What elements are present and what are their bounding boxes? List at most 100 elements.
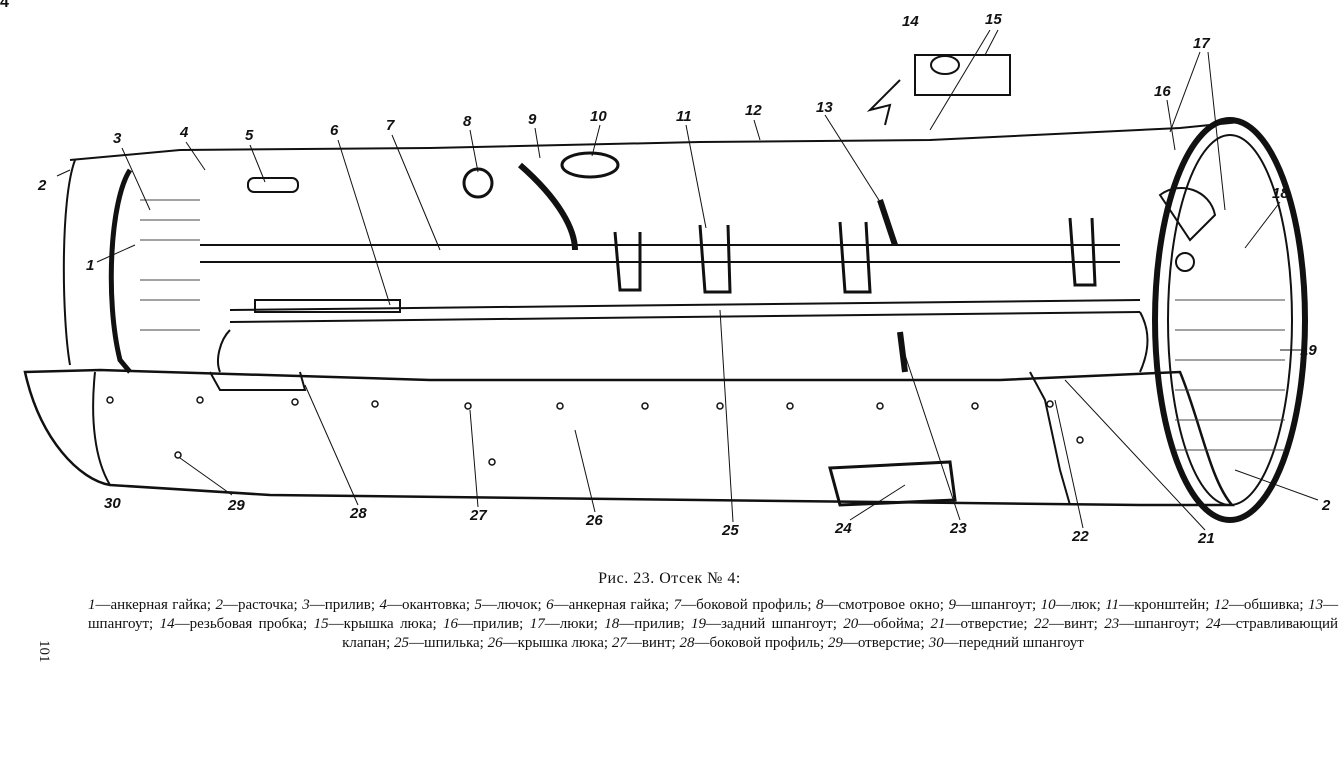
legend-entry: 21—отверстие; [930, 616, 1027, 632]
callout-23: 23 [949, 520, 967, 537]
legend-number: 23 [1104, 616, 1120, 632]
legend-number: 28 [679, 635, 695, 651]
callout-19: 19 [1300, 342, 1317, 359]
frame-23 [897, 331, 908, 373]
legend-entry: 29—отверстие; [828, 635, 925, 651]
legend-number: 30 [928, 635, 944, 651]
legend-text: —винт; [626, 635, 676, 651]
callout-28: 28 [349, 505, 367, 522]
legend-entry: 23—шпангоут; [1104, 616, 1199, 632]
callout-12: 12 [745, 102, 762, 119]
legend-entry: 12—обшивка; [1214, 597, 1304, 613]
legend-entry: 7—боковой профиль; [674, 597, 812, 613]
callout-9: 9 [528, 111, 537, 128]
callout-17: 17 [1193, 35, 1210, 52]
legend-number: 21 [930, 616, 946, 632]
callout-4: 4 [179, 124, 189, 141]
legend-number: 22 [1033, 616, 1049, 632]
legend-text: —обойма; [858, 616, 925, 632]
legend-text: —прилив; [458, 616, 524, 632]
legend-entry: 10—люк; [1041, 597, 1101, 613]
callout-14: 14 [902, 13, 919, 30]
legend-text: —боковой профиль; [681, 597, 812, 613]
legend-number: 18 [604, 616, 620, 632]
legend-entry: 1—анкерная гайка; [88, 597, 211, 613]
legend-number: 6 [546, 597, 554, 613]
legend-number: 17 [529, 616, 545, 632]
legend-text: —шпангоут; [955, 597, 1037, 613]
legend-entry: 22—винт; [1034, 616, 1098, 632]
legend-number: 9 [948, 597, 956, 613]
legend-text: —передний шпангоут [943, 635, 1084, 651]
figure-legend: 1—анкерная гайка; 2—расточка; 3—прилив; … [88, 596, 1338, 653]
legend-text: —отверстие; [945, 616, 1028, 632]
legend-text: —отверстие; [842, 635, 925, 651]
rear-frame-ring [1152, 117, 1308, 523]
legend-number: 27 [611, 635, 627, 651]
legend-entry: 1 3 —шпангоут; [88, 597, 1338, 632]
legend-text: —крышка люка; [328, 616, 437, 632]
legend-number: 5 [474, 597, 483, 613]
skin-lower-contour [23, 368, 1235, 507]
callout-20: 2 [1321, 497, 1331, 514]
legend-entry: 2—расточка; [216, 597, 298, 613]
legend-number: 3 [302, 597, 310, 613]
callout-1: 1 [86, 257, 94, 274]
legend-entry: 16—прилив; [443, 616, 523, 632]
legend-number: 24 [1205, 616, 1221, 632]
legend-number: 15 [313, 616, 329, 632]
legend-number: 1 [88, 597, 96, 613]
bracket-b [698, 224, 732, 294]
callout-10: 10 [590, 108, 607, 125]
callout-26: 26 [585, 512, 603, 529]
legend-number: 11 [1105, 597, 1120, 613]
callout-22: 22 [1071, 528, 1089, 545]
legend-entry: 18—прилив; [604, 616, 684, 632]
rear-fittings [1158, 186, 1217, 242]
legend-number: 2 [215, 597, 224, 613]
legend-number: 26 [487, 635, 503, 651]
legend-entry: 11—кронштейн; [1105, 597, 1209, 613]
callout-13: 13 [816, 99, 833, 116]
legend-text: —лючок; [482, 597, 542, 613]
small-hatch-5 [247, 177, 299, 193]
callout-30: 30 [104, 495, 121, 512]
legend-text: —кронштейн; [1119, 597, 1210, 613]
legend-entry: 24—стравливающий клапан; [342, 616, 1338, 651]
skin-top-edge [69, 121, 1241, 161]
legend-text: —люки; [544, 616, 598, 632]
frame-13 [877, 199, 898, 246]
legend-text: —прилив; [309, 597, 376, 613]
side-page-number: 101 [36, 640, 52, 663]
legend-number: 8 [816, 597, 824, 613]
legend-text: —винт; [1048, 616, 1098, 632]
legend-entry: 6—анкерная гайка; [546, 597, 669, 613]
legend-text: —смотровое окно; [823, 597, 944, 613]
legend-entry: 8—смотровое окно; [816, 597, 944, 613]
legend-entry: 26—крышка люка; [488, 635, 608, 651]
legend-number: 16 [443, 616, 459, 632]
legend-text: —анкерная гайка; [553, 597, 670, 613]
legend-entry: 20—обойма; [843, 616, 924, 632]
front-frame [108, 168, 133, 374]
legend-number: 4 [379, 597, 387, 613]
legend-text: —боковой профиль; [694, 635, 825, 651]
legend-text: —анкерная гайка; [95, 597, 212, 613]
hatch-10 [560, 151, 620, 179]
callout-3: 3 [113, 130, 122, 147]
inspection-window-8 [462, 167, 494, 199]
callout-25: 25 [721, 522, 739, 539]
callout-7: 7 [386, 117, 395, 134]
legend-text: —шпангоут; [1119, 616, 1200, 632]
legend-entry: 28—боковой профиль; [679, 635, 824, 651]
legend-text: —прилив; [619, 616, 685, 632]
legend-entry: 14—резьбовая пробка; [160, 616, 308, 632]
legend-entry: 3—прилив; [302, 597, 375, 613]
figure-caption: Рис. 23. Отсек № 4: [598, 570, 741, 587]
callout-11: 11 [676, 108, 692, 125]
legend-number: 12 [1213, 597, 1229, 613]
bracket-d [1068, 217, 1097, 287]
legend-text: —резьбовая пробка; [174, 616, 308, 632]
legend-text: —шпилька; [409, 635, 484, 651]
legend-entry: 17—люки; [530, 616, 598, 632]
